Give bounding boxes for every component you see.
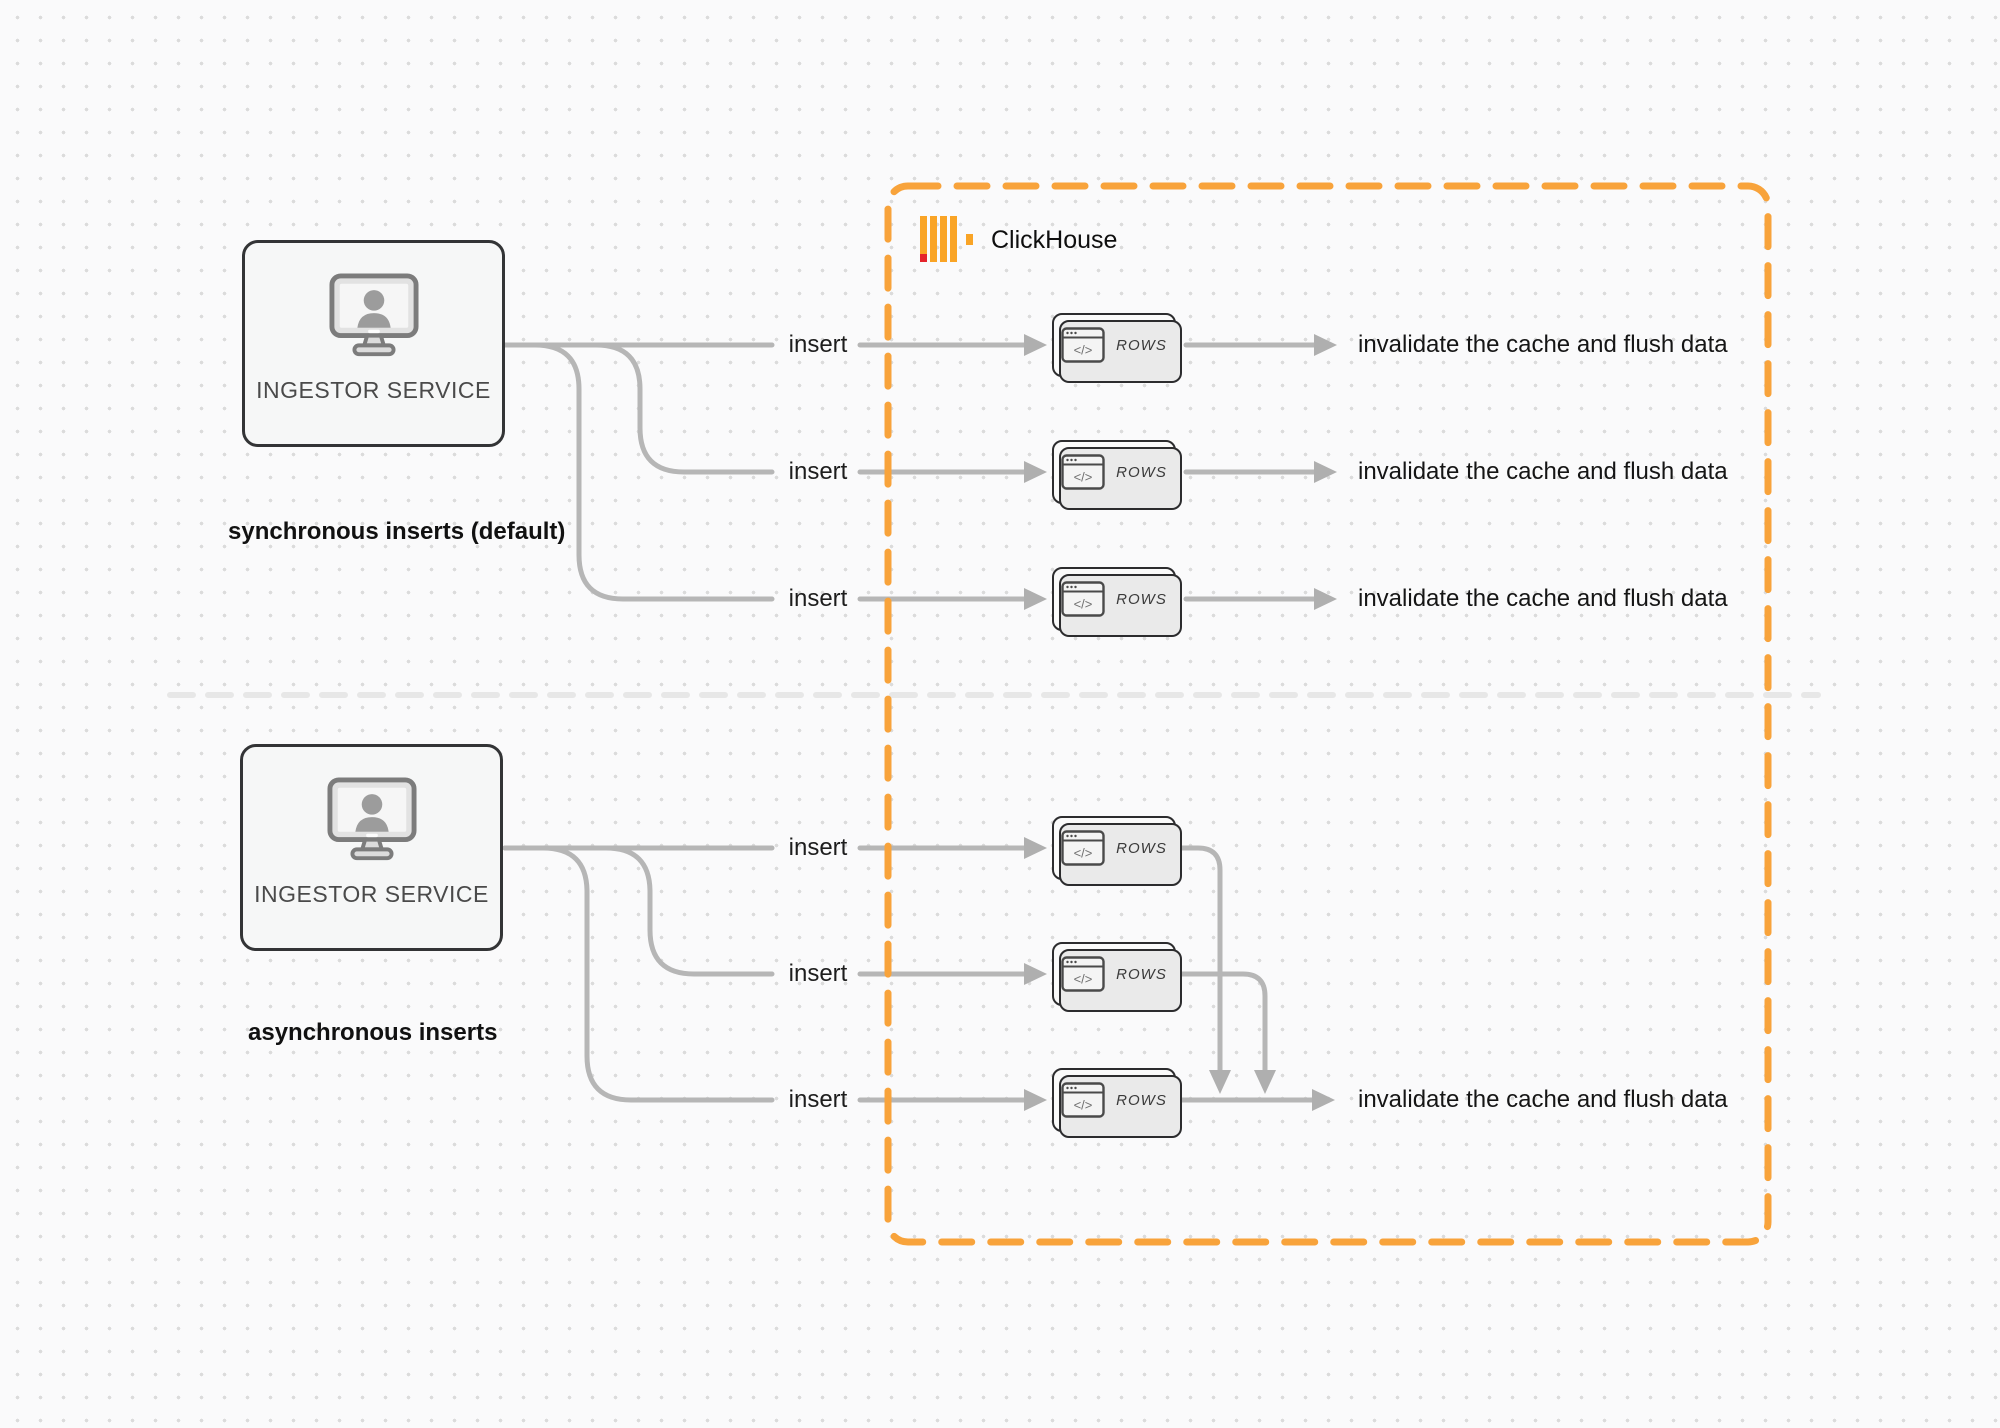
async-caption: asynchronous inserts bbox=[248, 1019, 498, 1046]
insert-label: insert bbox=[788, 1086, 848, 1113]
arrowhead-right bbox=[1024, 1089, 1047, 1111]
monitor-user-icon bbox=[328, 273, 419, 357]
arrowhead-right bbox=[1312, 1089, 1335, 1111]
code-window-icon: </> bbox=[1061, 581, 1105, 617]
monitor-user-icon bbox=[326, 777, 417, 861]
insert-label: insert bbox=[788, 458, 848, 485]
code-window-icon: </> bbox=[1061, 830, 1105, 866]
result-label: invalidate the cache and flush data bbox=[1358, 458, 1728, 485]
sync-branch-3 bbox=[502, 342, 775, 602]
svg-text:</>: </> bbox=[1074, 343, 1093, 358]
arrowheads bbox=[1024, 334, 1337, 1111]
clickhouse-boundary bbox=[884, 182, 1772, 1246]
rows-label: ROWS bbox=[1116, 336, 1167, 354]
rows-card: </> ROWS bbox=[1052, 816, 1182, 886]
svg-text:</>: </> bbox=[1074, 846, 1093, 861]
code-window-icon: </> bbox=[1061, 1082, 1105, 1118]
insert-label: insert bbox=[788, 960, 848, 987]
insert-label: insert bbox=[788, 834, 848, 861]
code-window-icon: </> bbox=[1061, 956, 1105, 992]
rows-label: ROWS bbox=[1116, 1091, 1167, 1109]
insert-label: insert bbox=[788, 331, 848, 358]
sync-branch-2 bbox=[502, 342, 775, 475]
arrowhead-right bbox=[1024, 588, 1047, 610]
result-label: invalidate the cache and flush data bbox=[1358, 331, 1728, 358]
svg-text:</>: </> bbox=[1074, 597, 1093, 612]
arrowhead-right bbox=[1024, 334, 1047, 356]
sync-caption: synchronous inserts (default) bbox=[228, 518, 566, 545]
gray-connectors bbox=[502, 342, 1317, 1103]
clickhouse-label: ClickHouse bbox=[991, 225, 1118, 254]
async-branch-2 bbox=[502, 845, 775, 977]
async-merge-line-1 bbox=[1179, 845, 1223, 1073]
svg-text:</>: </> bbox=[1074, 1098, 1093, 1113]
service-label: INGESTOR SERVICE bbox=[256, 377, 491, 403]
rows-label: ROWS bbox=[1116, 965, 1167, 983]
rows-label: ROWS bbox=[1116, 839, 1167, 857]
result-label: invalidate the cache and flush data bbox=[1358, 585, 1728, 612]
arrowhead-down bbox=[1254, 1070, 1276, 1094]
clickhouse-header: ClickHouse bbox=[920, 216, 1117, 264]
arrowhead-right bbox=[1024, 963, 1047, 985]
rows-card: </> ROWS bbox=[1052, 313, 1182, 383]
ingestor-service-box-sync: INGESTOR SERVICE bbox=[242, 240, 505, 447]
svg-text:</>: </> bbox=[1074, 972, 1093, 987]
insert-label: insert bbox=[788, 585, 848, 612]
code-window-icon: </> bbox=[1061, 454, 1105, 490]
rows-card: </> ROWS bbox=[1052, 567, 1182, 637]
rows-card: </> ROWS bbox=[1052, 440, 1182, 510]
rows-card: </> ROWS bbox=[1052, 942, 1182, 1012]
rows-label: ROWS bbox=[1116, 463, 1167, 481]
code-window-icon: </> bbox=[1061, 327, 1105, 363]
rows-label: ROWS bbox=[1116, 590, 1167, 608]
async-branch-3 bbox=[502, 845, 775, 1103]
arrowhead-right bbox=[1024, 837, 1047, 859]
svg-text:</>: </> bbox=[1074, 470, 1093, 485]
result-label: invalidate the cache and flush data bbox=[1358, 1086, 1728, 1113]
arrowhead-right bbox=[1314, 588, 1337, 610]
service-label: INGESTOR SERVICE bbox=[254, 881, 489, 907]
rows-card: </> ROWS bbox=[1052, 1068, 1182, 1138]
arrowhead-right bbox=[1314, 461, 1337, 483]
clickhouse-logo-icon bbox=[920, 216, 973, 262]
arrowhead-right bbox=[1314, 334, 1337, 356]
async-merge-line-2 bbox=[1179, 971, 1268, 1073]
arrowhead-down bbox=[1209, 1070, 1231, 1094]
ingestor-service-box-async: INGESTOR SERVICE bbox=[240, 744, 503, 951]
arrowhead-right bbox=[1024, 461, 1047, 483]
